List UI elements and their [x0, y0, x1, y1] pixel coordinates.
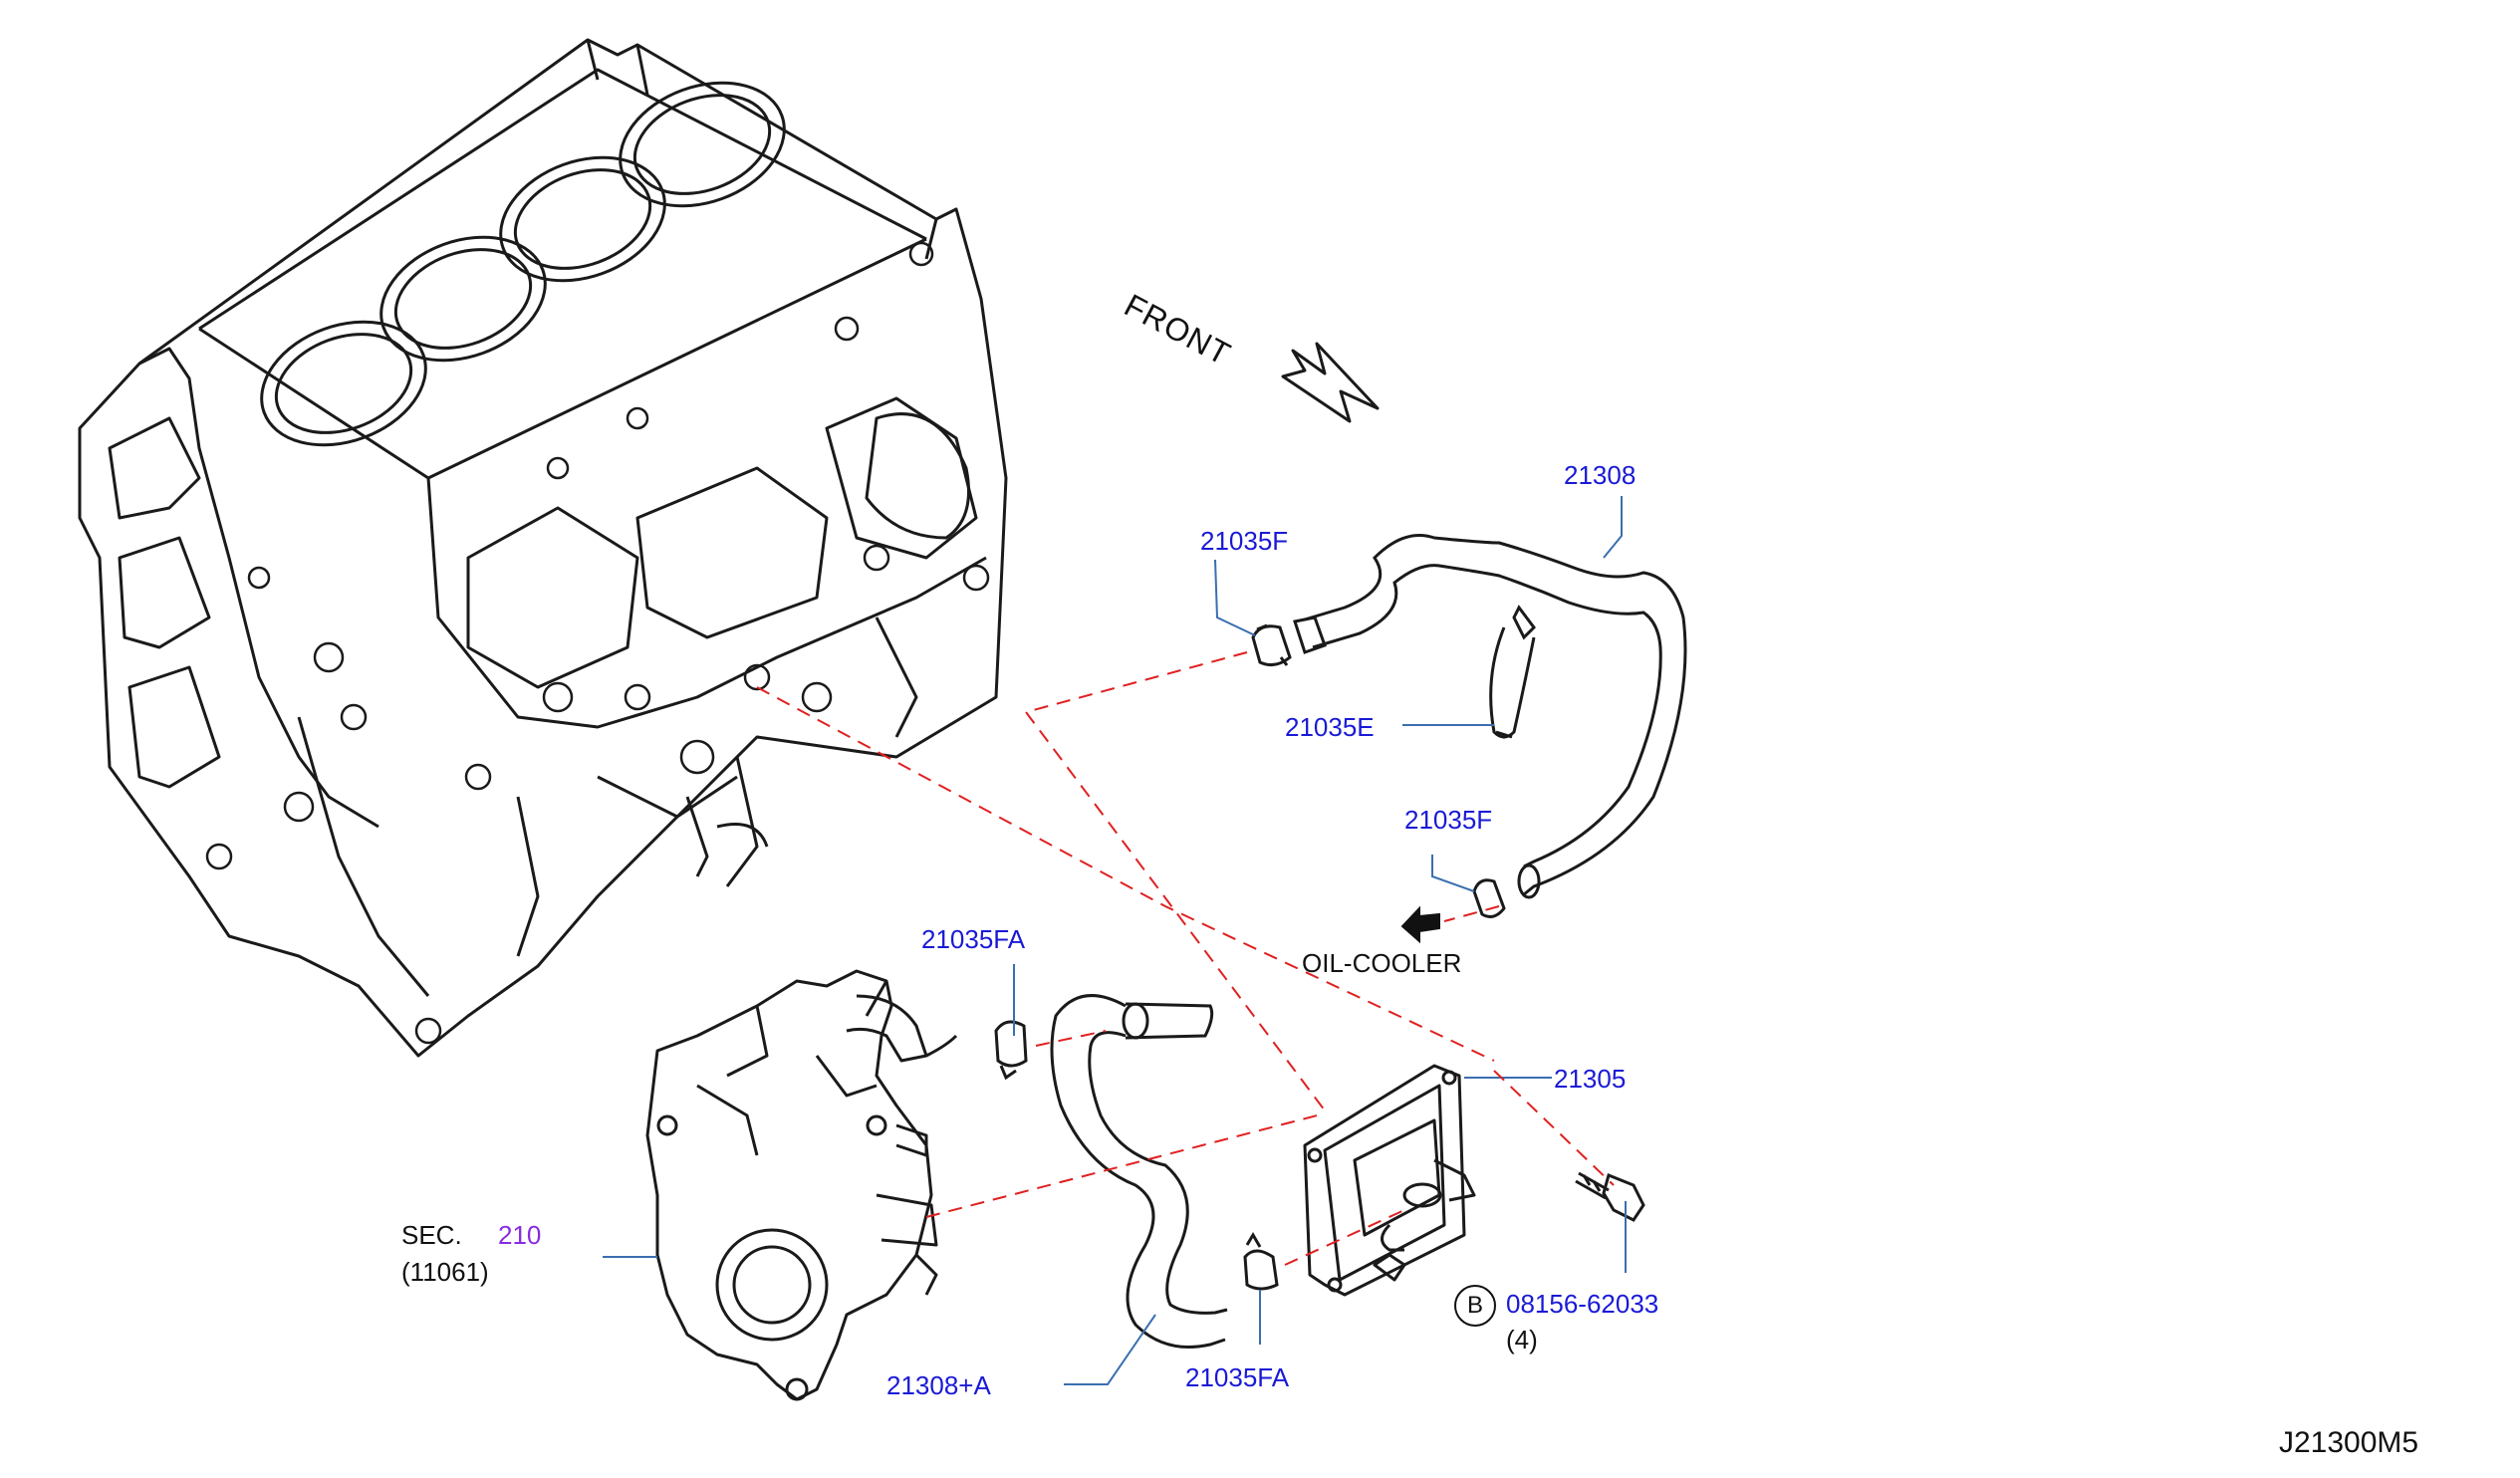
clamp-21035e-icon: [1489, 605, 1536, 739]
label-21035e: 21035E: [1285, 712, 1375, 742]
oil-cooler-21305: [1303, 1064, 1476, 1297]
clamp-21035f-upper-icon: [1251, 623, 1292, 667]
hose-21308a: [1050, 994, 1228, 1349]
front-arrow-icon: [1281, 342, 1380, 423]
section-number-link[interactable]: 210: [498, 1220, 542, 1250]
bolt-08156-icon: [1575, 1171, 1645, 1222]
diagram-code: J21300M5: [2279, 1426, 2419, 1459]
label-21308a: 21308+A: [886, 1370, 991, 1400]
oil-cooler-arrow-icon: [1400, 905, 1440, 944]
clamp-21035f-lower-icon: [1472, 878, 1506, 918]
association-lines: [756, 651, 1615, 1266]
label-21035f-lower: 21035F: [1404, 805, 1493, 835]
label-21308: 21308: [1564, 460, 1637, 490]
water-pump-housing: [645, 969, 958, 1401]
label-21035fa-lower: 21035FA: [1185, 1362, 1290, 1392]
clamp-21035fa-lower-icon: [1243, 1232, 1279, 1291]
section-prefix: SEC.: [401, 1220, 462, 1250]
section-sub: (11061): [401, 1257, 489, 1287]
oil-cooler-label: OIL-COOLER: [1302, 948, 1462, 978]
leader-lines: [603, 496, 1627, 1385]
bolt-circle-b: B: [1454, 1285, 1496, 1327]
label-21035f-upper: 21035F: [1200, 526, 1289, 556]
label-08156-62033: 08156-62033: [1506, 1289, 1659, 1319]
label-21035fa-upper: 21035FA: [921, 924, 1026, 954]
label-21305: 21305: [1554, 1064, 1627, 1094]
engine-block: [78, 38, 1008, 1058]
clamp-21035fa-upper-icon: [994, 1020, 1028, 1081]
label-bolt-qty: (4): [1506, 1325, 1538, 1355]
hose-21308: [1293, 534, 1687, 899]
